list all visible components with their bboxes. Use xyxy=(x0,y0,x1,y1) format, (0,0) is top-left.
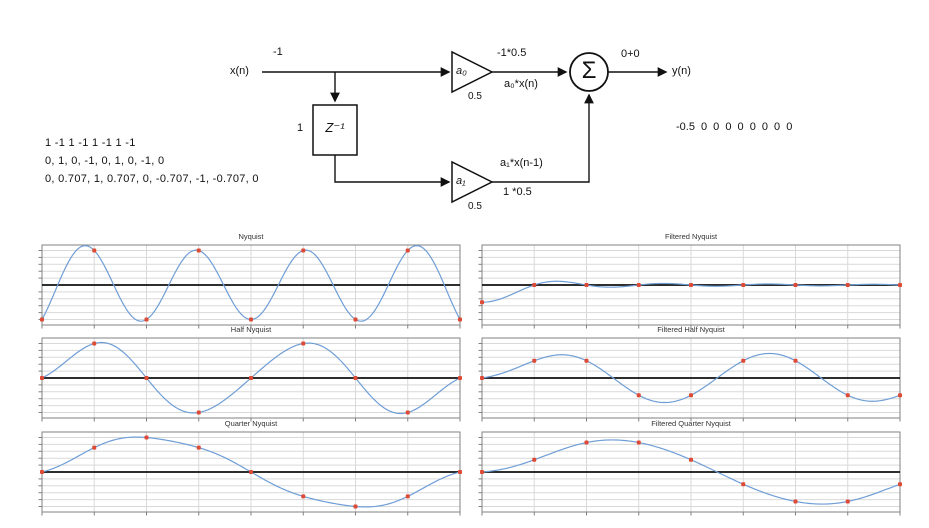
plot-filtered-nyquist xyxy=(478,244,902,329)
plot-quarter-nyquist xyxy=(38,431,462,516)
output-signal-label: y(n) xyxy=(672,65,691,77)
a1-to-sum-line xyxy=(492,93,594,183)
chart-nyquist: Nyquist xyxy=(38,230,464,331)
chart-filtered-half-nyquist: Filtered Half Nyquist xyxy=(478,323,904,424)
plot-nyquist xyxy=(38,244,462,329)
chart-title: Quarter Nyquist xyxy=(224,419,278,428)
delay-output-line xyxy=(334,155,451,187)
input-signal-label: x(n) xyxy=(230,65,249,77)
a0-product-label: -1*0.5 xyxy=(497,47,527,59)
input-sequence-half-nyquist: 0, 1, 0, -1, 0, 1, 0, -1, 0 xyxy=(45,155,165,167)
chart-half-nyquist: Half Nyquist xyxy=(38,323,464,424)
input-sequence-quarter-nyquist: 0, 0.707, 1, 0.707, 0, -0.707, -1, -0.70… xyxy=(45,173,259,185)
input-value-label: -1 xyxy=(273,46,283,58)
a1-signal-label: a₁*x(n-1) xyxy=(500,157,543,169)
delay-coef-label: 1 xyxy=(297,122,304,134)
chart-quarter-nyquist: Quarter Nyquist xyxy=(38,417,464,518)
sum-output-label: 0+0 xyxy=(621,48,640,60)
gain-a1-label: a₁ xyxy=(456,175,466,187)
chart-title: Filtered Quarter Nyquist xyxy=(651,419,731,428)
sum-symbol: Σ xyxy=(581,57,597,84)
chart-title: Filtered Half Nyquist xyxy=(657,325,725,334)
signal-flow-diagram xyxy=(262,50,668,204)
gain-a0-triangle xyxy=(451,50,494,94)
plot-filtered-half-nyquist xyxy=(478,337,902,422)
gain-a1-value: 0.5 xyxy=(468,201,482,212)
gain-a1-triangle xyxy=(451,160,494,204)
a0-signal-label: a₀*x(n) xyxy=(504,78,538,90)
chart-filtered-quarter-nyquist: Filtered Quarter Nyquist xyxy=(478,417,904,518)
gain-a0-value: 0.5 xyxy=(468,91,482,102)
output-sequence: -0.5 0 0 0 0 0 0 0 0 xyxy=(676,121,793,133)
chart-title: Nyquist xyxy=(238,232,264,241)
plot-filtered-quarter-nyquist xyxy=(478,431,902,516)
chart-title: Half Nyquist xyxy=(230,325,272,334)
chart-filtered-nyquist: Filtered Nyquist xyxy=(478,230,904,331)
chart-title: Filtered Nyquist xyxy=(664,232,718,241)
delay-box xyxy=(312,104,358,156)
plot-half-nyquist xyxy=(38,337,462,422)
input-sequence-nyquist: 1 -1 1 -1 1 -1 1 -1 xyxy=(45,137,136,149)
gain-a0-label: a₀ xyxy=(456,65,467,77)
delay-box-label: Z⁻¹ xyxy=(325,120,345,135)
a1-product-label: 1 *0.5 xyxy=(503,186,532,198)
